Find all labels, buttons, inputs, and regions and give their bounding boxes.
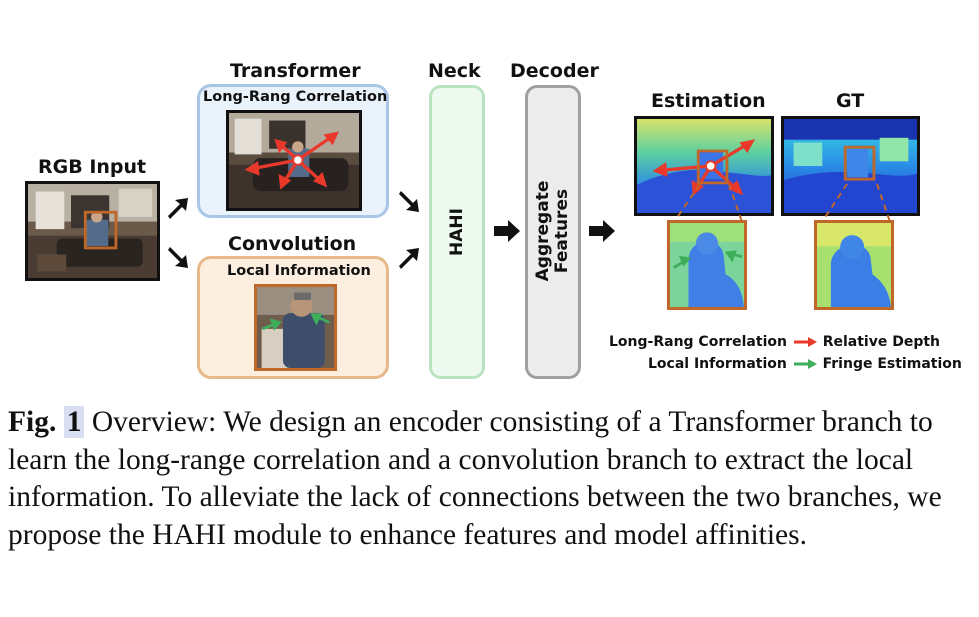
estimation-zoom-crop (667, 220, 747, 310)
decoder-module-line1: Aggregate (533, 180, 553, 282)
legend-local-info-label: Local Information (648, 356, 787, 372)
legend-row-2: Local Information Fringe Estimation (648, 356, 962, 372)
neck-module-label: HAHI (447, 208, 467, 256)
legend-row-1: Long-Rang Correlation Relative Depth (609, 334, 940, 350)
transformer-title: Transformer (230, 60, 361, 82)
neck-title: Neck (428, 60, 481, 82)
gt-zoom-crop (814, 220, 894, 310)
caption-fig-label: Fig. (8, 406, 57, 438)
decoder-panel (525, 85, 581, 379)
arrow-to-transformer-icon (168, 198, 188, 219)
legend-relative-depth-label: Relative Depth (822, 334, 941, 350)
decoder-module-line2: Features (552, 188, 572, 274)
arrow-to-convolution-icon (168, 247, 188, 268)
zoom-connectors (673, 183, 891, 223)
neck-panel (429, 85, 485, 379)
legend-fringe-estimation-label: Fringe Estimation (822, 356, 962, 372)
arrow-decoder-to-output-icon (589, 220, 615, 242)
legend-long-range-label: Long-Rang Correlation (609, 334, 787, 350)
arrow-transformer-to-neck-icon (399, 191, 419, 212)
convolution-title: Convolution (228, 233, 357, 255)
arrow-convolution-to-neck-icon (399, 248, 419, 269)
convolution-subtitle: Local Information (227, 263, 371, 279)
figure-caption: Fig. 1 Overview: We design an encoder co… (8, 404, 968, 554)
green-arrow-icon (793, 359, 817, 369)
decoder-module-label: Aggregate Features (533, 171, 572, 291)
red-arrow-icon (793, 337, 817, 347)
caption-text: Overview: We design an encoder consistin… (8, 406, 942, 551)
arrow-neck-to-decoder-icon (494, 220, 520, 242)
transformer-subtitle: Long-Rang Correlation (203, 89, 388, 105)
caption-fig-number[interactable]: 1 (63, 406, 85, 438)
convolution-image (254, 284, 337, 371)
gt-title: GT (836, 90, 865, 112)
estimation-image (634, 116, 774, 216)
estimation-title: Estimation (651, 90, 766, 112)
transformer-image (226, 110, 362, 211)
decoder-title: Decoder (510, 60, 599, 82)
rgb-input-label: RGB Input (38, 156, 147, 178)
rgb-input-image (25, 181, 160, 281)
gt-image (781, 116, 920, 216)
